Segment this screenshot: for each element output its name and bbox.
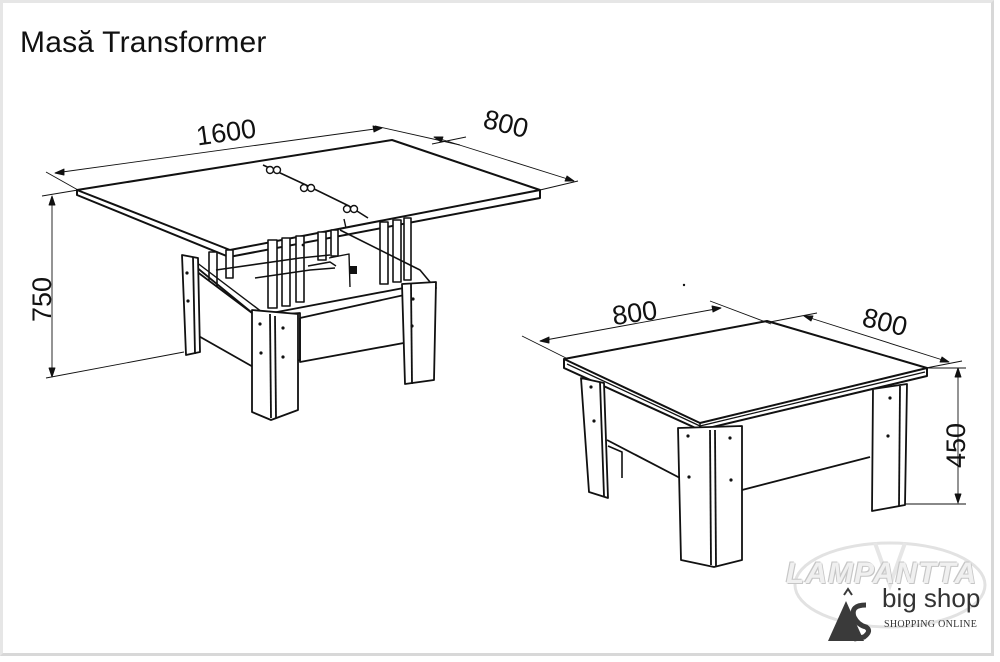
page-title: Masă Transformer bbox=[20, 26, 267, 59]
expanded-table bbox=[76, 139, 541, 421]
compact-dimension-lines bbox=[521, 300, 966, 505]
dim-expanded-height: 750 bbox=[27, 277, 57, 322]
expanded-dimension-lines bbox=[41, 125, 579, 379]
shop-logo: LAMPANTTA big shop SHOPPING ONLINE bbox=[780, 535, 990, 655]
logo-emblem-icon bbox=[793, 541, 987, 642]
logo-tagline: SHOPPING ONLINE bbox=[884, 619, 978, 630]
dim-expanded-length: 1600 bbox=[194, 113, 258, 151]
dim-compact-height: 450 bbox=[941, 423, 971, 468]
dim-compact-length: 800 bbox=[610, 295, 659, 331]
dim-expanded-width: 800 bbox=[480, 104, 531, 144]
compact-table bbox=[563, 283, 928, 568]
logo-brand: big shop bbox=[882, 583, 981, 613]
logo-watermark: LAMPANTTA bbox=[786, 557, 978, 590]
